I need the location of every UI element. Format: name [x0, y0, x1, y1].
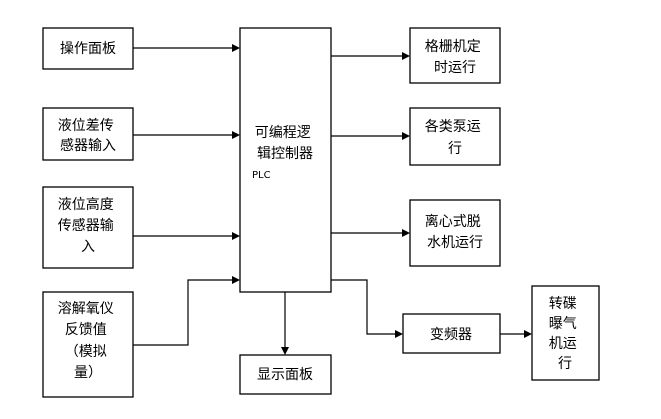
box-panel-input — [42, 27, 134, 70]
arrowhead — [232, 276, 240, 284]
label-do-feedback: 溶解氧仪 反馈值 （模拟 量） — [58, 301, 118, 381]
box-level-height-sensor — [42, 186, 134, 269]
box-centrifugal-dewater — [409, 199, 501, 267]
edge-do-feedback-to-plc — [133, 279, 232, 346]
arrowhead — [232, 44, 240, 52]
label-plc: 可编程逻 辑控制器 — [255, 125, 315, 162]
arrowhead — [232, 232, 240, 240]
arrowhead — [402, 52, 410, 60]
label-aerator: 转碟 曝气 机运 行 — [549, 296, 581, 372]
label-centrifugal-dewater: 离心式脱 水机运行 — [425, 213, 485, 251]
arrowhead — [281, 347, 289, 355]
box-pumps — [409, 107, 501, 166]
box-vfd — [402, 313, 501, 354]
label-vfd: 变频器 — [430, 327, 472, 343]
label-plc-abbr: PLC — [252, 170, 271, 181]
label-display-panel: 显示面板 — [257, 367, 313, 383]
box-aerator — [531, 285, 600, 381]
label-pumps: 各类泵运 行 — [425, 119, 485, 157]
arrowhead — [232, 131, 240, 139]
arrowhead — [524, 330, 532, 338]
label-level-height-sensor: 液位高度 传感器输 入 — [58, 196, 118, 255]
label-grille-timer: 格栅机定 时运行 — [425, 39, 485, 76]
box-display-panel — [239, 354, 332, 395]
box-level-diff-sensor — [42, 107, 134, 161]
edge-plc-to-vfd — [331, 279, 395, 335]
arrowhead — [402, 229, 410, 237]
box-do-feedback — [42, 291, 134, 398]
arrowhead — [402, 132, 410, 140]
box-grille-timer — [409, 27, 501, 84]
label-panel-input: 操作面板 — [60, 41, 116, 57]
arrowhead — [395, 330, 403, 338]
box-plc — [239, 27, 332, 293]
label-level-diff-sensor: 液位差传 感器输入 — [58, 118, 118, 154]
